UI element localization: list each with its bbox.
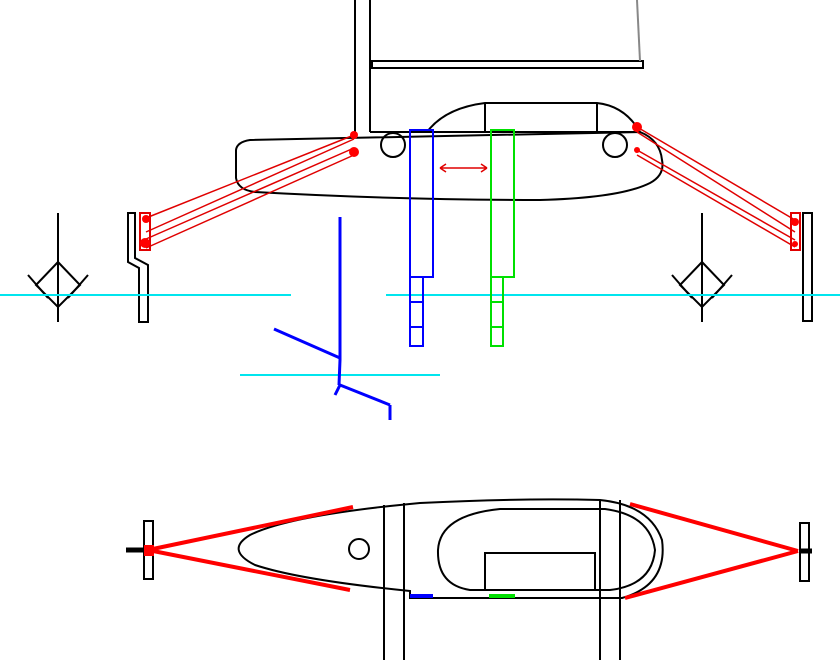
left-float [127,212,149,323]
porthole-icon [602,132,628,158]
rudder-foil [273,217,392,420]
cabin [426,102,641,133]
hatch-icon [348,538,370,560]
right-float [802,212,813,322]
move-arrow-icon [439,163,488,173]
side-rigging [139,122,801,251]
main-hull-plan [237,498,664,599]
porthole-icon [380,132,406,158]
right-float-section [671,213,733,322]
cabin-plan [484,552,596,591]
waterlines [0,294,840,376]
daggerboard-green [490,129,515,347]
sail-leech [636,0,641,62]
pivot-points [140,122,799,248]
plan-view [143,498,810,660]
side-view [27,0,813,323]
daggerboard-blue [409,129,434,347]
boom [371,60,644,69]
plan-rigging [126,502,812,600]
main-hull [235,130,664,202]
cockpit-plan [436,508,657,591]
mast [354,0,371,132]
left-float-section [27,213,89,322]
